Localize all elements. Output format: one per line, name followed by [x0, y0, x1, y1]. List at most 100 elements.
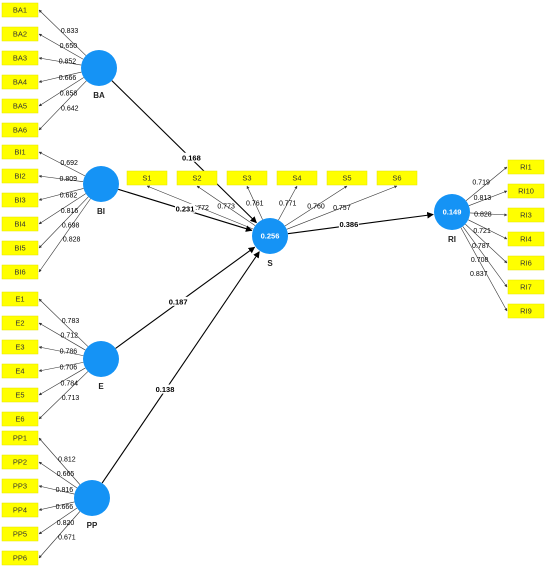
indicator-label: E2 — [15, 319, 24, 328]
outer-loading-label: 0.642 — [61, 105, 79, 112]
outer-loading-label: 0.771 — [279, 201, 297, 208]
indicator-s1: S1 — [126, 170, 168, 186]
loading-arrow — [38, 193, 86, 225]
indicator-label: S4 — [292, 174, 301, 183]
outer-loading-label: 0.719 — [472, 180, 490, 187]
outer-loading-label: 0.786 — [60, 348, 78, 355]
indicator-label: BI4 — [14, 220, 25, 229]
indicator-pp2: PP2 — [1, 454, 39, 470]
outer-loading-label: 0.757 — [333, 205, 351, 212]
indicator-e6: E6 — [1, 411, 39, 427]
indicator-e5: E5 — [1, 387, 39, 403]
loading-arrow — [38, 196, 89, 249]
indicator-e3: E3 — [1, 339, 39, 355]
outer-loading-label: 0.666 — [56, 504, 74, 511]
outer-loading-label: 0.773 — [217, 203, 235, 210]
loading-arrow — [38, 501, 75, 511]
outer-loading-label: 0.784 — [61, 380, 79, 387]
path-coefficient-label: 0.187 — [169, 297, 188, 306]
construct-name: E — [98, 382, 104, 391]
indicator-edges — [38, 9, 508, 559]
indicator-bi6: BI6 — [1, 264, 39, 280]
construct-name: S — [267, 259, 273, 268]
indicator-bi5: BI5 — [1, 240, 39, 256]
path-coefficient-label: 0.386 — [339, 220, 358, 229]
indicator-ri1: RI1 — [507, 159, 545, 175]
construct-name: BA — [93, 91, 105, 100]
loading-arrow — [38, 77, 84, 107]
indicator-label: BI5 — [14, 244, 25, 253]
indicator-ba1: BA1 — [1, 2, 39, 18]
indicator-label: S6 — [392, 174, 401, 183]
indicator-ri9: RI9 — [507, 303, 545, 319]
path-coefficient-label: 0.231 — [176, 204, 195, 213]
outer-loading-label: 0.721 — [473, 228, 491, 235]
loading-arrow — [469, 212, 508, 217]
loading-arrow — [38, 437, 81, 485]
indicator-label: BI2 — [14, 172, 25, 181]
loading-arrow — [38, 71, 82, 83]
outer-loading-label: 0.787 — [472, 243, 490, 250]
path-ba-to-s — [111, 80, 257, 224]
path-coefficient-label: 0.168 — [182, 153, 201, 162]
indicator-s6: S6 — [376, 170, 418, 186]
loading-arrow — [462, 226, 508, 288]
outer-loading-label: 0.665 — [57, 471, 75, 478]
loading-arrow — [38, 80, 87, 131]
construct-name: BI — [97, 207, 105, 216]
construct-bi: BI — [83, 166, 119, 216]
outer-loading-label: 0.706 — [60, 365, 78, 372]
indicator-ri10: RI10 — [507, 183, 545, 199]
loading-arrow — [38, 346, 84, 356]
indicator-label: PP2 — [13, 458, 27, 467]
indicator-label: PP6 — [13, 554, 27, 563]
indicator-ri3: RI3 — [507, 207, 545, 223]
loading-arrow — [465, 166, 508, 201]
indicator-label: RI10 — [518, 187, 534, 196]
indicator-label: PP1 — [13, 434, 27, 443]
indicator-label: RI9 — [520, 307, 532, 316]
loading-arrow — [38, 371, 89, 420]
indicator-ba2: BA2 — [1, 26, 39, 42]
indicator-label: PP5 — [13, 530, 27, 539]
indicator-label: BI1 — [14, 148, 25, 157]
structural-edges — [101, 80, 434, 484]
indicator-pp1: PP1 — [1, 430, 39, 446]
indicator-label: RI1 — [520, 163, 532, 172]
outer-loading-label: 0.682 — [60, 192, 78, 199]
indicator-e2: E2 — [1, 315, 39, 331]
loading-arrow — [246, 185, 263, 220]
outer-loading-label: 0.816 — [61, 208, 79, 215]
outer-loading-label: 0.666 — [59, 75, 77, 82]
indicator-label: RI4 — [520, 235, 532, 244]
indicator-bi1: BI1 — [1, 144, 39, 160]
indicator-ba6: BA6 — [1, 122, 39, 138]
indicator-e4: E4 — [1, 363, 39, 379]
loading-arrow — [38, 298, 89, 347]
loading-arrow — [286, 185, 398, 230]
indicator-s5: S5 — [326, 170, 368, 186]
indicator-s3: S3 — [226, 170, 268, 186]
indicator-pp5: PP5 — [1, 526, 39, 542]
outer-loading-label: 0.708 — [471, 257, 489, 264]
indicator-label: E4 — [15, 367, 24, 376]
indicator-ri4: RI4 — [507, 231, 545, 247]
indicator-label: BA2 — [13, 30, 27, 39]
indicator-ba3: BA3 — [1, 50, 39, 66]
indicator-label: E5 — [15, 391, 24, 400]
outer-loading-label: 0.816 — [56, 487, 74, 494]
loading-arrow — [38, 511, 81, 559]
outer-loading-label: 0.837 — [470, 271, 488, 278]
outer-loading-label: 0.650 — [60, 43, 78, 50]
loading-arrow — [284, 185, 348, 227]
loading-arrow — [38, 9, 87, 56]
outer-loading-label: 0.820 — [57, 520, 75, 527]
indicator-label: RI6 — [520, 259, 532, 268]
loading-arrow — [38, 362, 84, 372]
loading-arrow — [146, 185, 254, 230]
loading-arrow — [38, 461, 78, 489]
outer-loading-label: 0.712 — [61, 333, 79, 340]
weight-labels: 0.8330.6500.8520.6660.8580.6420.6920.809… — [56, 28, 492, 542]
